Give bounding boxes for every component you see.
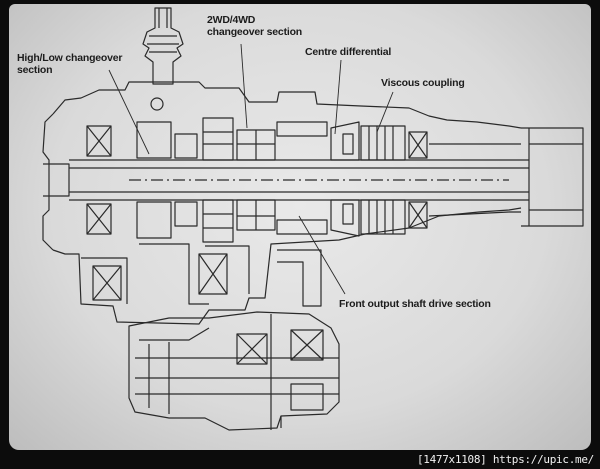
- sprocket-top: [276, 121, 328, 137]
- hl-pin: [150, 97, 164, 111]
- centre-diff-top: [330, 121, 360, 161]
- image-source-footer: [1477x1108] https://upic.me/: [417, 453, 594, 467]
- leader-front-output: [298, 215, 346, 295]
- front-output-flange: [139, 327, 210, 414]
- image-source-url[interactable]: https://upic.me/: [492, 453, 594, 466]
- bearing-left-top: [86, 125, 112, 157]
- output-flange-detail: [509, 143, 583, 213]
- leader-2wd-4wd: [240, 43, 248, 129]
- input-flange-ribs: [147, 8, 179, 53]
- label-high-low-line2: section: [17, 64, 53, 76]
- front-bearing-left: [236, 333, 268, 365]
- image-dimensions: [1477x1108]: [416, 453, 487, 466]
- centre-diff-bottom: [330, 199, 360, 237]
- transfer-case-diagram: [42, 7, 584, 431]
- bearing-right-bottom: [408, 201, 428, 229]
- label-viscous: Viscous coupling: [381, 77, 465, 89]
- front-bearing-right: [290, 329, 324, 361]
- hl-gear-top: [136, 121, 172, 159]
- label-2wd-4wd-line1: 2WD/4WD: [207, 14, 256, 26]
- sprocket-bottom: [276, 219, 328, 235]
- label-2wd-4wd-line2: changeover section: [207, 26, 303, 38]
- viscous-top: [360, 125, 406, 161]
- chain-guide: [277, 249, 322, 307]
- label-2wd-4wd: 2WD/4WD changeover section: [207, 14, 302, 38]
- upper-housing: [52, 81, 522, 129]
- hl-sleeve: [174, 133, 198, 159]
- leader-viscous: [376, 91, 394, 133]
- label-front-output: Front output shaft drive section: [339, 298, 491, 310]
- output-flange: [521, 127, 584, 227]
- left-wall: [42, 113, 54, 251]
- chain-case: [81, 243, 250, 305]
- input-flange: [142, 7, 184, 85]
- mid-gear-top: [202, 117, 234, 161]
- input-end: [43, 163, 70, 197]
- front-output-housing: [128, 311, 340, 431]
- bearing-right-top: [408, 131, 428, 159]
- label-high-low-line1: High/Low changeover: [17, 52, 123, 64]
- viscous-bottom: [360, 199, 406, 235]
- label-centre-diff: Centre differential: [305, 46, 392, 58]
- idler-bearing-mid: [198, 253, 228, 295]
- mid-gear-bottom: [202, 199, 234, 243]
- hl-gear-bottom: [136, 201, 172, 239]
- idler-bearing-left: [92, 265, 122, 301]
- diagram-sheet: High/Low changeover section 2WD/4WD chan…: [9, 4, 591, 450]
- leader-centre-diff: [334, 59, 342, 135]
- label-high-low: High/Low changeover section: [17, 52, 122, 76]
- rear-taper: [428, 143, 510, 217]
- bearing-left-bottom: [86, 203, 112, 235]
- leader-high-low: [108, 69, 150, 155]
